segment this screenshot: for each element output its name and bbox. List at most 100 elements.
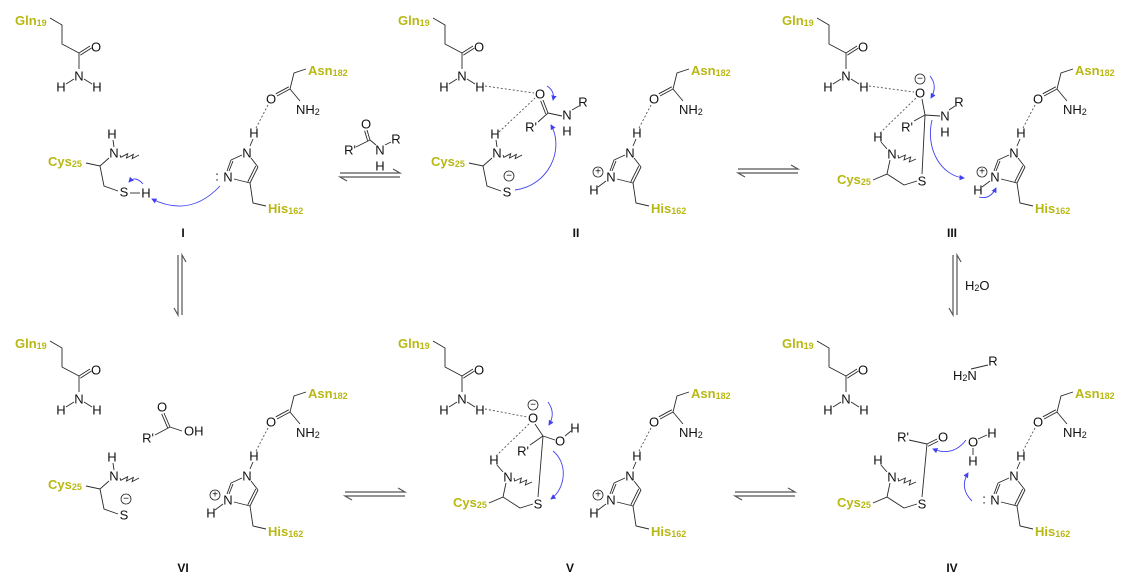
- atom-label: OH: [184, 424, 204, 439]
- atom-label: R': [901, 120, 913, 135]
- charge-sign: −: [123, 494, 129, 505]
- bond: [908, 439, 928, 445]
- bond: [659, 88, 674, 97]
- hydrogen-bond: [868, 85, 915, 93]
- bond: [65, 78, 75, 85]
- substrate-amide: OR'NHR: [344, 117, 401, 174]
- bond: [616, 501, 634, 507]
- bond: [289, 391, 307, 413]
- bond: [276, 411, 291, 420]
- bond: [99, 165, 119, 192]
- residue-label-gln19: Gln19: [398, 13, 430, 29]
- residue-label-asn182: Asn182: [1075, 386, 1115, 402]
- bond: [977, 434, 988, 440]
- bond: [466, 78, 476, 85]
- bond: [275, 409, 290, 418]
- subscript: 19: [37, 341, 47, 351]
- label-part: H: [953, 368, 962, 383]
- atom-label: H: [987, 426, 996, 441]
- atom-label: H: [92, 403, 101, 418]
- negative-charge-icon: −: [914, 74, 926, 85]
- bond: [83, 78, 93, 85]
- hydrogen-bond: [255, 104, 269, 129]
- atom-label: O: [555, 434, 565, 449]
- equilibrium-arrow-V-IV: [732, 487, 798, 501]
- bond: [249, 461, 254, 470]
- bond: [496, 464, 504, 473]
- bond: [993, 482, 999, 495]
- atom-label: N: [1009, 146, 1018, 161]
- residue-label-gln19: Gln19: [782, 13, 814, 29]
- bond: [228, 483, 234, 495]
- residue-label-asn182: Asn182: [691, 63, 731, 79]
- atom-label: H: [489, 453, 498, 468]
- bond: [99, 488, 119, 515]
- label-part: Gln: [398, 336, 420, 351]
- bond: [597, 180, 607, 188]
- amide-nh2: NH2: [296, 102, 320, 118]
- subscript: 162: [671, 529, 686, 539]
- bond: [1016, 138, 1021, 147]
- atom-label: N: [457, 69, 466, 84]
- bond: [289, 411, 301, 425]
- bond: [611, 483, 617, 495]
- label-part: Gln: [782, 336, 804, 351]
- subscript: 19: [37, 18, 47, 28]
- bond: [832, 78, 842, 85]
- hydrogen-bond: [255, 427, 269, 452]
- bond: [1016, 461, 1021, 470]
- bond: [995, 483, 1001, 495]
- bond: [1016, 489, 1026, 507]
- wavy-bond: [502, 152, 523, 160]
- atom-label: N: [223, 493, 232, 508]
- bond: [345, 487, 408, 493]
- bond: [630, 488, 640, 506]
- atom-label: S: [534, 497, 543, 512]
- atom-label: H: [973, 183, 982, 198]
- atom-label: H: [56, 80, 65, 95]
- subscript: 25: [72, 482, 82, 492]
- label-part: Cys: [431, 154, 455, 169]
- bond: [659, 411, 674, 420]
- subscript: 162: [1055, 206, 1070, 216]
- electron-arrow: [546, 85, 557, 101]
- bond: [845, 368, 858, 377]
- bond: [169, 426, 183, 432]
- bond: [924, 114, 941, 117]
- label-part: Cys: [48, 477, 72, 492]
- bond: [997, 477, 1010, 484]
- residue-label-gln19: Gln19: [782, 336, 814, 352]
- electron-arrow: [963, 472, 973, 502]
- atom-label: O: [266, 92, 276, 107]
- bond: [880, 141, 888, 150]
- bond: [913, 114, 926, 122]
- label-part: Asn: [1075, 63, 1100, 78]
- atom-label: H: [823, 80, 832, 95]
- bond: [1014, 165, 1024, 183]
- amide-nh2: NH2: [679, 102, 703, 118]
- atom-label: H: [490, 127, 499, 142]
- atom-label: O: [91, 363, 101, 378]
- atom-label: O: [361, 117, 371, 132]
- atom-label: N: [841, 69, 850, 84]
- label-part: Cys: [837, 495, 861, 510]
- bond: [275, 86, 290, 95]
- label-part: NH: [1063, 425, 1082, 440]
- residue-label-cys25: Cys25: [48, 477, 82, 493]
- residue-label-gln19: Gln19: [398, 336, 430, 352]
- bond: [466, 401, 476, 408]
- charge-circle: [503, 170, 515, 182]
- bond: [1017, 480, 1026, 491]
- atom-label: O: [649, 92, 659, 107]
- bond: [537, 435, 544, 498]
- label-part: His: [1035, 524, 1055, 539]
- bond: [247, 165, 257, 183]
- bond: [632, 166, 642, 184]
- subscript: 2: [974, 283, 979, 293]
- bond: [181, 252, 187, 315]
- bond: [463, 370, 475, 379]
- positive-charge-icon: +: [209, 490, 221, 501]
- residue-label-cys25: Cys25: [837, 495, 871, 511]
